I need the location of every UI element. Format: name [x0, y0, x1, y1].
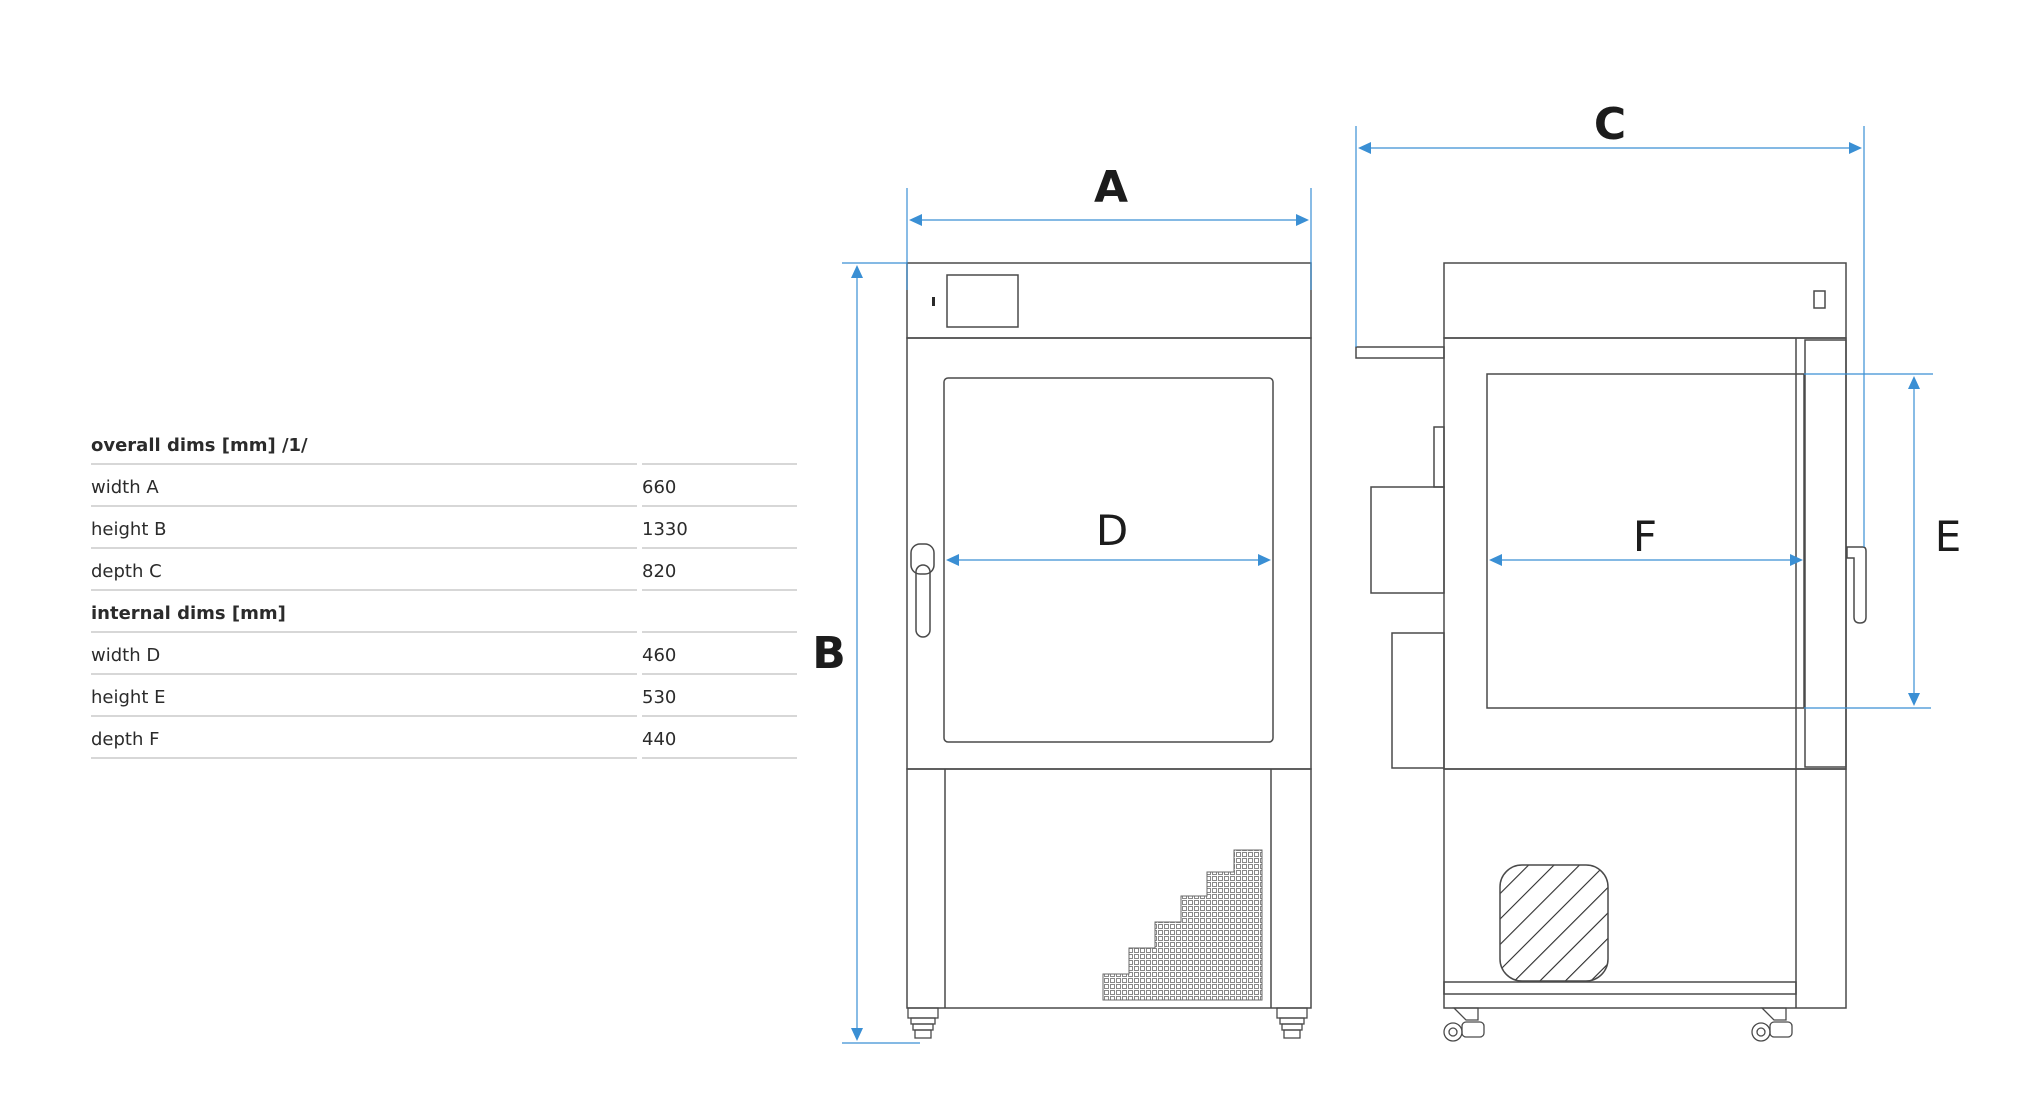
right-caster: [1751, 1007, 1793, 1042]
door-handle: [910, 543, 935, 638]
front-base: [906, 768, 1312, 1009]
dimension-a-line: [906, 188, 1312, 290]
row-value: [642, 423, 797, 465]
left-foot: [907, 1007, 939, 1039]
left-caster: [1443, 1007, 1485, 1042]
table-row: height B 1330: [91, 507, 797, 549]
label-d: D: [1096, 506, 1128, 555]
section-heading: internal dims [mm]: [91, 591, 637, 633]
table-row: width D 460: [91, 633, 797, 675]
rear-bar: [1355, 346, 1445, 359]
label-c: C: [1594, 99, 1626, 150]
dimensions-table: overall dims [mm] /1/ width A 660 height…: [91, 423, 797, 759]
perforated-grille: [1102, 849, 1263, 1001]
row-label: width A: [91, 465, 637, 507]
dimension-b-line: [842, 262, 920, 1044]
label-f: F: [1633, 512, 1657, 561]
section-heading: overall dims [mm] /1/: [91, 423, 637, 465]
row-value: 820: [642, 549, 797, 591]
row-value: 460: [642, 633, 797, 675]
dimension-f-line: [1489, 554, 1803, 566]
interior-chamber: [1486, 373, 1805, 709]
base-rail: [1443, 981, 1797, 995]
row-value: 440: [642, 717, 797, 759]
table-row: overall dims [mm] /1/: [91, 423, 797, 465]
table-row: depth C 820: [91, 549, 797, 591]
label-b: B: [812, 628, 846, 679]
table-row: internal dims [mm]: [91, 591, 797, 633]
row-value: 660: [642, 465, 797, 507]
row-label: depth C: [91, 549, 637, 591]
power-switch: [932, 297, 935, 306]
row-label: width D: [91, 633, 637, 675]
table-row: height E 530: [91, 675, 797, 717]
row-value: 1330: [642, 507, 797, 549]
side-door-handle: [1846, 546, 1867, 624]
door-edge: [1804, 339, 1847, 768]
label-e: E: [1935, 512, 1962, 561]
dimension-e-line: [1804, 373, 1933, 709]
table-row: depth F 440: [91, 717, 797, 759]
dimension-lines: [842, 126, 1933, 1044]
right-foot: [1276, 1007, 1308, 1039]
row-value: 530: [642, 675, 797, 717]
label-a: A: [1094, 162, 1128, 213]
table-row: width A 660: [91, 465, 797, 507]
door-window: [943, 377, 1274, 743]
display-screen: [946, 274, 1019, 328]
hatched-vent: [1499, 864, 1609, 982]
rear-box-lower: [1391, 632, 1445, 769]
rear-box-upper: [1370, 486, 1445, 594]
dimension-d-line: [946, 554, 1271, 566]
row-label: height E: [91, 675, 637, 717]
dimension-c-line: [1355, 126, 1865, 547]
front-view: [906, 262, 1312, 1039]
side-base: [1443, 768, 1847, 1009]
side-indicator: [1813, 290, 1826, 309]
row-label: height B: [91, 507, 637, 549]
row-value: [642, 591, 797, 633]
side-top-panel: [1443, 262, 1847, 339]
side-view: [1355, 262, 1867, 1042]
rear-tab: [1433, 426, 1445, 488]
row-label: depth F: [91, 717, 637, 759]
